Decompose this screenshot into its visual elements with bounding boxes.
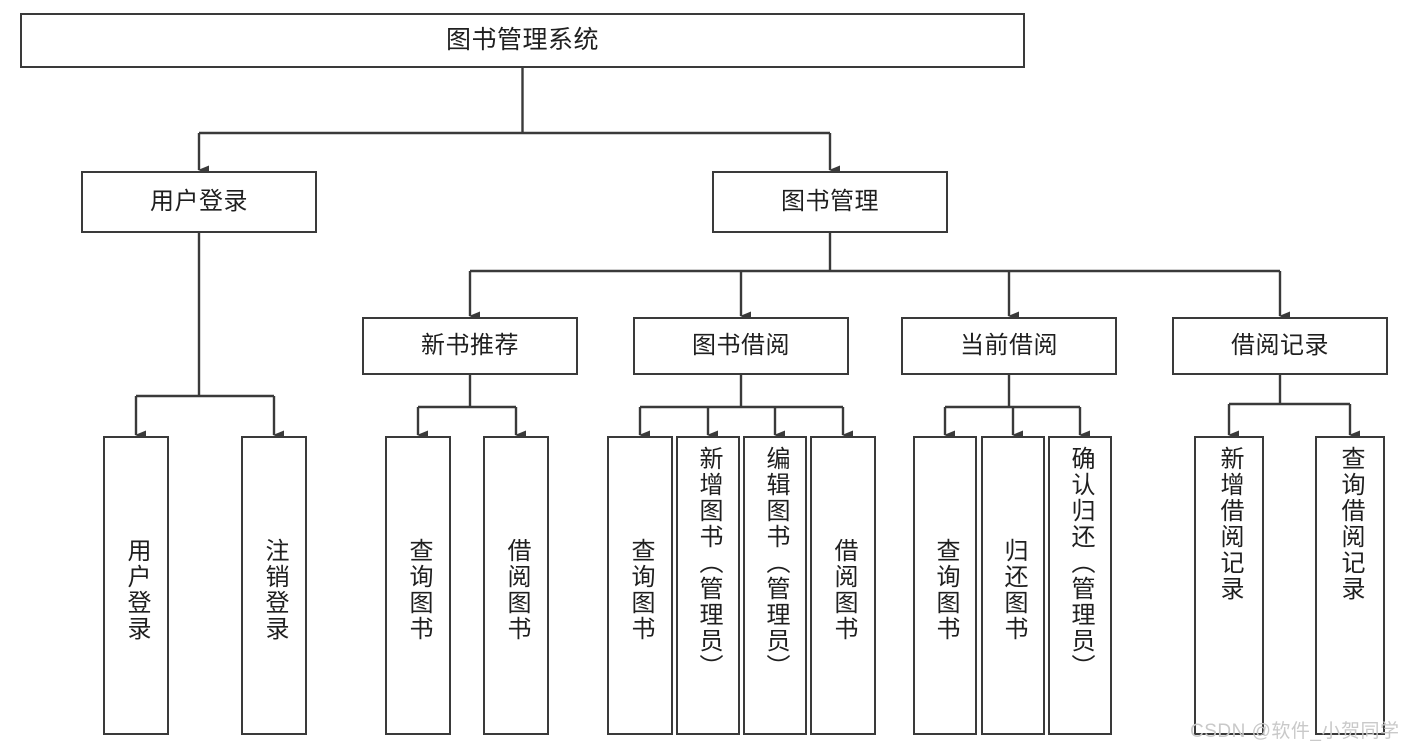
node-leaf-bb-add[interactable]: 新增图书（管理员） <box>676 436 740 735</box>
node-leaf-bb-edit[interactable]: 编辑图书（管理员） <box>743 436 807 735</box>
node-label-leaf-rec-borrow: 借阅图书 <box>503 537 530 642</box>
node-label-user-login: 用户登录 <box>150 188 248 216</box>
node-leaf-rec-query[interactable]: 查询图书 <box>385 436 451 735</box>
node-leaf-user-logout[interactable]: 注销登录 <box>241 436 307 735</box>
node-borrow-record[interactable]: 借阅记录 <box>1172 317 1388 375</box>
node-label-leaf-bb-query: 查询图书 <box>627 537 654 642</box>
node-label-leaf-br-add: 新增借阅记录 <box>1216 446 1243 602</box>
node-leaf-br-add[interactable]: 新增借阅记录 <box>1194 436 1264 735</box>
node-root[interactable]: 图书管理系统 <box>20 13 1025 68</box>
node-label-new-book-rec: 新书推荐 <box>421 332 519 360</box>
node-leaf-user-login[interactable]: 用户登录 <box>103 436 169 735</box>
node-label-leaf-bb-add: 新增图书（管理员） <box>695 446 722 680</box>
node-label-leaf-rec-query: 查询图书 <box>405 537 432 642</box>
node-leaf-cb-return[interactable]: 归还图书 <box>981 436 1045 735</box>
node-current-borrow[interactable]: 当前借阅 <box>901 317 1117 375</box>
node-label-leaf-user-logout: 注销登录 <box>261 537 288 642</box>
node-leaf-rec-borrow[interactable]: 借阅图书 <box>483 436 549 735</box>
node-label-borrow-record: 借阅记录 <box>1231 332 1329 360</box>
node-label-leaf-cb-return: 归还图书 <box>1000 537 1027 642</box>
node-label-book-borrow: 图书借阅 <box>692 332 790 360</box>
node-book-borrow[interactable]: 图书借阅 <box>633 317 849 375</box>
node-new-book-rec[interactable]: 新书推荐 <box>362 317 578 375</box>
node-label-book-manage: 图书管理 <box>781 188 879 216</box>
node-label-leaf-bb-borrow: 借阅图书 <box>830 537 857 642</box>
node-label-leaf-br-query: 查询借阅记录 <box>1337 446 1364 602</box>
edges-group <box>134 68 1360 440</box>
node-leaf-cb-query[interactable]: 查询图书 <box>913 436 977 735</box>
node-label-leaf-bb-edit: 编辑图书（管理员） <box>762 446 789 680</box>
node-leaf-br-query[interactable]: 查询借阅记录 <box>1315 436 1385 735</box>
node-label-leaf-cb-query: 查询图书 <box>932 537 959 642</box>
node-label-current-borrow: 当前借阅 <box>960 332 1058 360</box>
node-leaf-bb-query[interactable]: 查询图书 <box>607 436 673 735</box>
node-label-leaf-cb-confirm: 确认归还（管理员） <box>1067 446 1094 680</box>
node-leaf-bb-borrow[interactable]: 借阅图书 <box>810 436 876 735</box>
node-user-login[interactable]: 用户登录 <box>81 171 317 233</box>
node-label-root: 图书管理系统 <box>445 26 599 55</box>
node-label-leaf-user-login: 用户登录 <box>123 537 150 642</box>
node-book-manage[interactable]: 图书管理 <box>712 171 948 233</box>
node-leaf-cb-confirm[interactable]: 确认归还（管理员） <box>1048 436 1112 735</box>
